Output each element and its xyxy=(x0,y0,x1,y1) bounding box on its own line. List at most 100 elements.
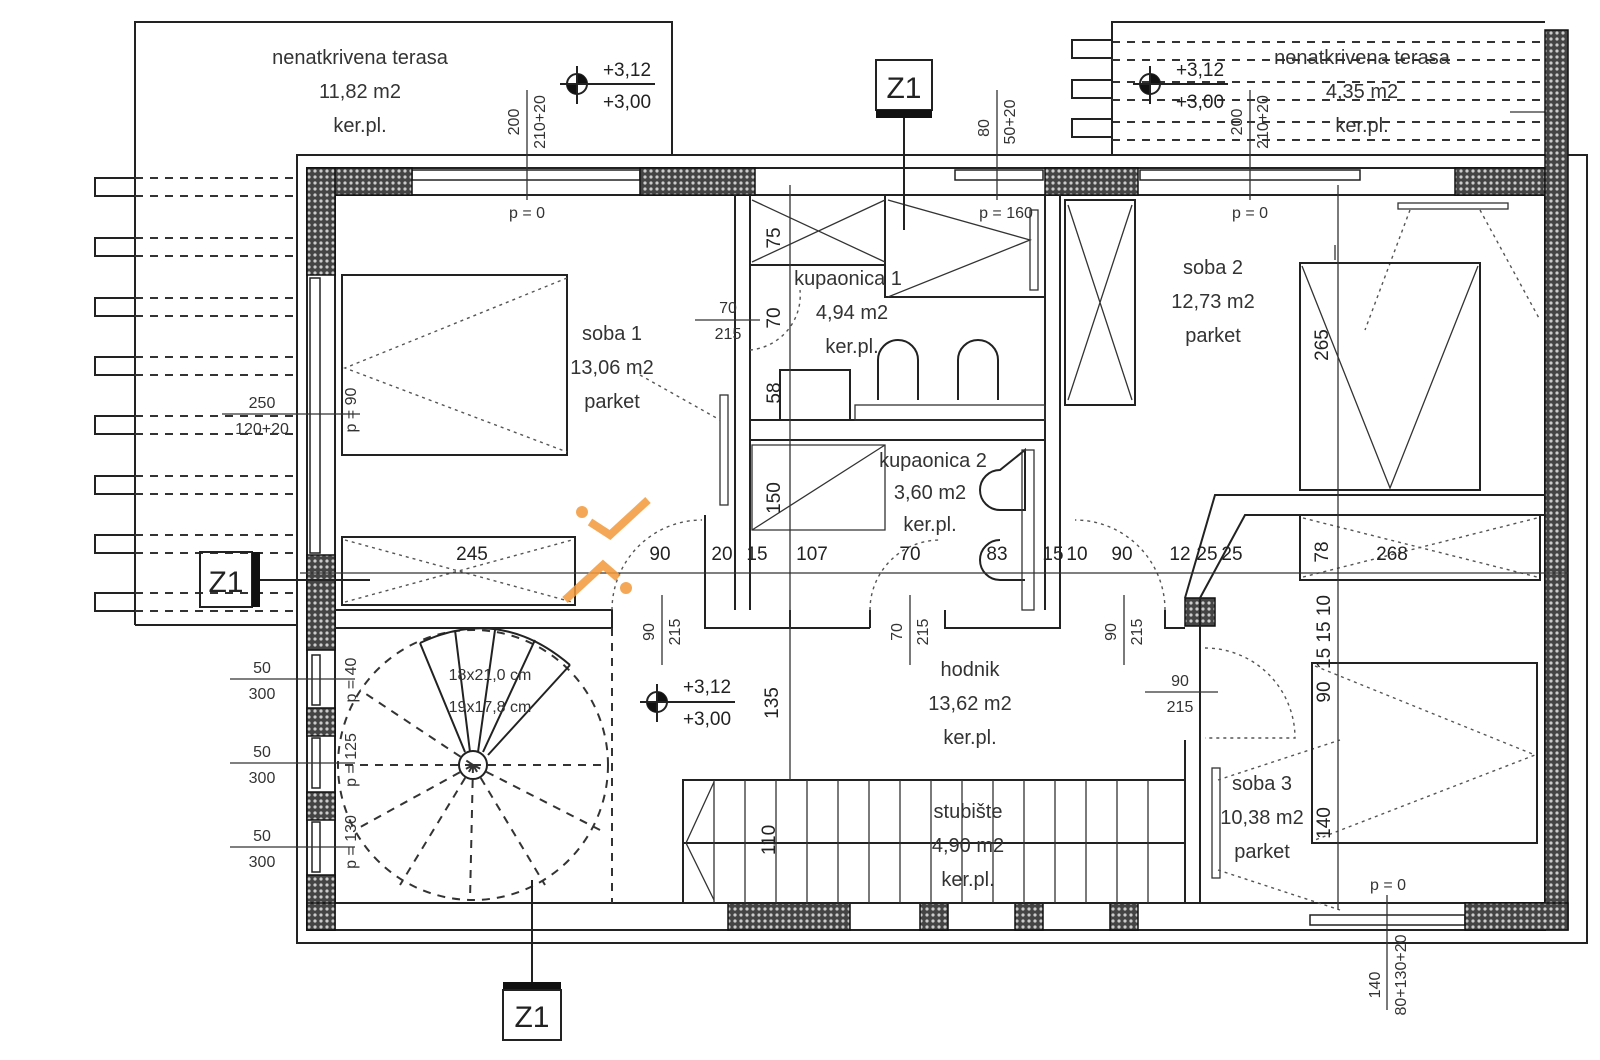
svg-text:215: 215 xyxy=(915,619,932,646)
svg-text:parket: parket xyxy=(1234,841,1290,863)
level-marker-1: +3,12+3,00 xyxy=(560,60,655,113)
svg-text:200: 200 xyxy=(1229,109,1246,136)
svg-text:13,06 m2: 13,06 m2 xyxy=(570,357,653,379)
svg-text:80+130+20: 80+130+20 xyxy=(1393,934,1410,1015)
svg-text:245: 245 xyxy=(456,544,488,565)
svg-text:90: 90 xyxy=(1171,673,1189,690)
svg-text:50: 50 xyxy=(253,828,271,845)
svg-text:12: 12 xyxy=(1169,544,1190,565)
opening-5: 50 300 p = 40 xyxy=(230,657,360,703)
svg-text:70: 70 xyxy=(889,623,906,641)
svg-text:Z1: Z1 xyxy=(886,72,921,105)
terrace-left-floor: ker.pl. xyxy=(333,115,386,137)
svg-text:ker.pl.: ker.pl. xyxy=(903,514,956,536)
spiral-step-2: 19x17,8 cm xyxy=(449,699,532,716)
svg-text:75: 75 xyxy=(764,227,785,248)
svg-text:135: 135 xyxy=(762,687,783,719)
svg-text:+3,12: +3,12 xyxy=(603,60,651,81)
svg-text:300: 300 xyxy=(249,686,276,703)
bed-soba-1 xyxy=(341,274,568,456)
svg-text:stubište: stubište xyxy=(934,801,1003,823)
wardrobe-soba-1 xyxy=(341,536,576,606)
svg-text:215: 215 xyxy=(715,326,742,343)
svg-text:83: 83 xyxy=(986,544,1007,565)
svg-text:p = 160: p = 160 xyxy=(979,205,1033,222)
svg-text:215: 215 xyxy=(1129,619,1146,646)
svg-text:140: 140 xyxy=(1367,972,1384,999)
svg-text:107: 107 xyxy=(796,544,828,565)
room-hodnik: hodnik 13,62 m2 ker.pl. xyxy=(928,659,1011,749)
svg-text:parket: parket xyxy=(1185,325,1241,347)
svg-text:p = 0: p = 0 xyxy=(1232,205,1268,222)
svg-text:15: 15 xyxy=(746,544,767,565)
svg-text:120+20: 120+20 xyxy=(235,421,289,438)
svg-text:15: 15 xyxy=(1042,544,1063,565)
interior-walls xyxy=(335,195,1545,911)
furniture xyxy=(341,199,1541,844)
level-marker-2: +3,12+3,00 xyxy=(1133,60,1228,113)
svg-text:ker.pl.: ker.pl. xyxy=(941,869,994,891)
wardrobe-soba-2 xyxy=(1064,199,1136,406)
level-marker-3: +3,12+3,00 xyxy=(640,677,735,730)
svg-text:70: 70 xyxy=(764,307,785,328)
dimension-lines: 75 70 58 150 245 90 20 15 107 70 83 15 1… xyxy=(300,185,1568,910)
terrace-left-area: 11,82 m2 xyxy=(319,81,401,103)
terrace-right-area: 4,35 m2 xyxy=(1326,81,1398,103)
svg-text:+3,12: +3,12 xyxy=(1176,60,1224,81)
svg-text:58: 58 xyxy=(764,382,785,403)
wardrobe-soba-3 xyxy=(1299,514,1541,581)
svg-text:ker.pl.: ker.pl. xyxy=(943,727,996,749)
svg-text:p = 40: p = 40 xyxy=(343,657,360,702)
svg-text:p = 90: p = 90 xyxy=(343,387,360,432)
svg-text:13,62 m2: 13,62 m2 xyxy=(928,693,1011,715)
svg-text:50+20: 50+20 xyxy=(1002,99,1019,144)
svg-text:110: 110 xyxy=(759,825,780,855)
svg-text:hodnik: hodnik xyxy=(941,659,1001,681)
terrace-left: nenatkrivena terasa 11,82 m2 ker.pl. xyxy=(94,21,673,626)
svg-text:80: 80 xyxy=(976,119,993,137)
svg-text:12,73 m2: 12,73 m2 xyxy=(1171,291,1254,313)
svg-text:10: 10 xyxy=(1066,544,1087,565)
watermark-logo xyxy=(562,497,651,603)
svg-text:78: 78 xyxy=(1312,541,1333,562)
terrace-right: nenatkrivena terasa 4,35 m2 ker.pl. xyxy=(1071,21,1545,155)
spiral-stairs: 18x21,0 cm 19x17,8 cm xyxy=(337,627,613,903)
svg-text:200: 200 xyxy=(506,109,523,136)
svg-text:90: 90 xyxy=(1314,681,1335,702)
svg-text:268: 268 xyxy=(1376,544,1408,565)
svg-text:140: 140 xyxy=(1314,807,1335,839)
svg-text:soba 3: soba 3 xyxy=(1232,773,1292,795)
svg-text:265: 265 xyxy=(1312,329,1333,361)
svg-text:215: 215 xyxy=(667,619,684,646)
svg-text:50: 50 xyxy=(253,660,271,677)
terrace-left-name: nenatkrivena terasa xyxy=(272,47,449,69)
svg-text:90: 90 xyxy=(649,544,670,565)
svg-text:kupaonica 2: kupaonica 2 xyxy=(879,450,987,472)
svg-text:300: 300 xyxy=(249,854,276,871)
svg-text:70: 70 xyxy=(719,300,737,317)
terrace-right-floor: ker.pl. xyxy=(1335,115,1388,137)
svg-text:soba 2: soba 2 xyxy=(1183,257,1243,279)
svg-text:90: 90 xyxy=(1111,544,1132,565)
section-marker-bottom: Z1 xyxy=(502,880,562,1041)
svg-text:kupaonica 1: kupaonica 1 xyxy=(794,268,902,290)
svg-text:ker.pl.: ker.pl. xyxy=(825,336,878,358)
svg-text:15 15 10: 15 15 10 xyxy=(1314,595,1335,669)
svg-text:parket: parket xyxy=(584,391,640,413)
svg-text:90: 90 xyxy=(641,623,658,641)
bed-soba-3 xyxy=(1311,662,1538,844)
svg-text:25: 25 xyxy=(1196,544,1217,565)
bed-soba-2 xyxy=(1299,262,1481,491)
room-soba-2: soba 2 12,73 m2 parket xyxy=(1171,257,1254,347)
svg-text:20: 20 xyxy=(711,544,732,565)
